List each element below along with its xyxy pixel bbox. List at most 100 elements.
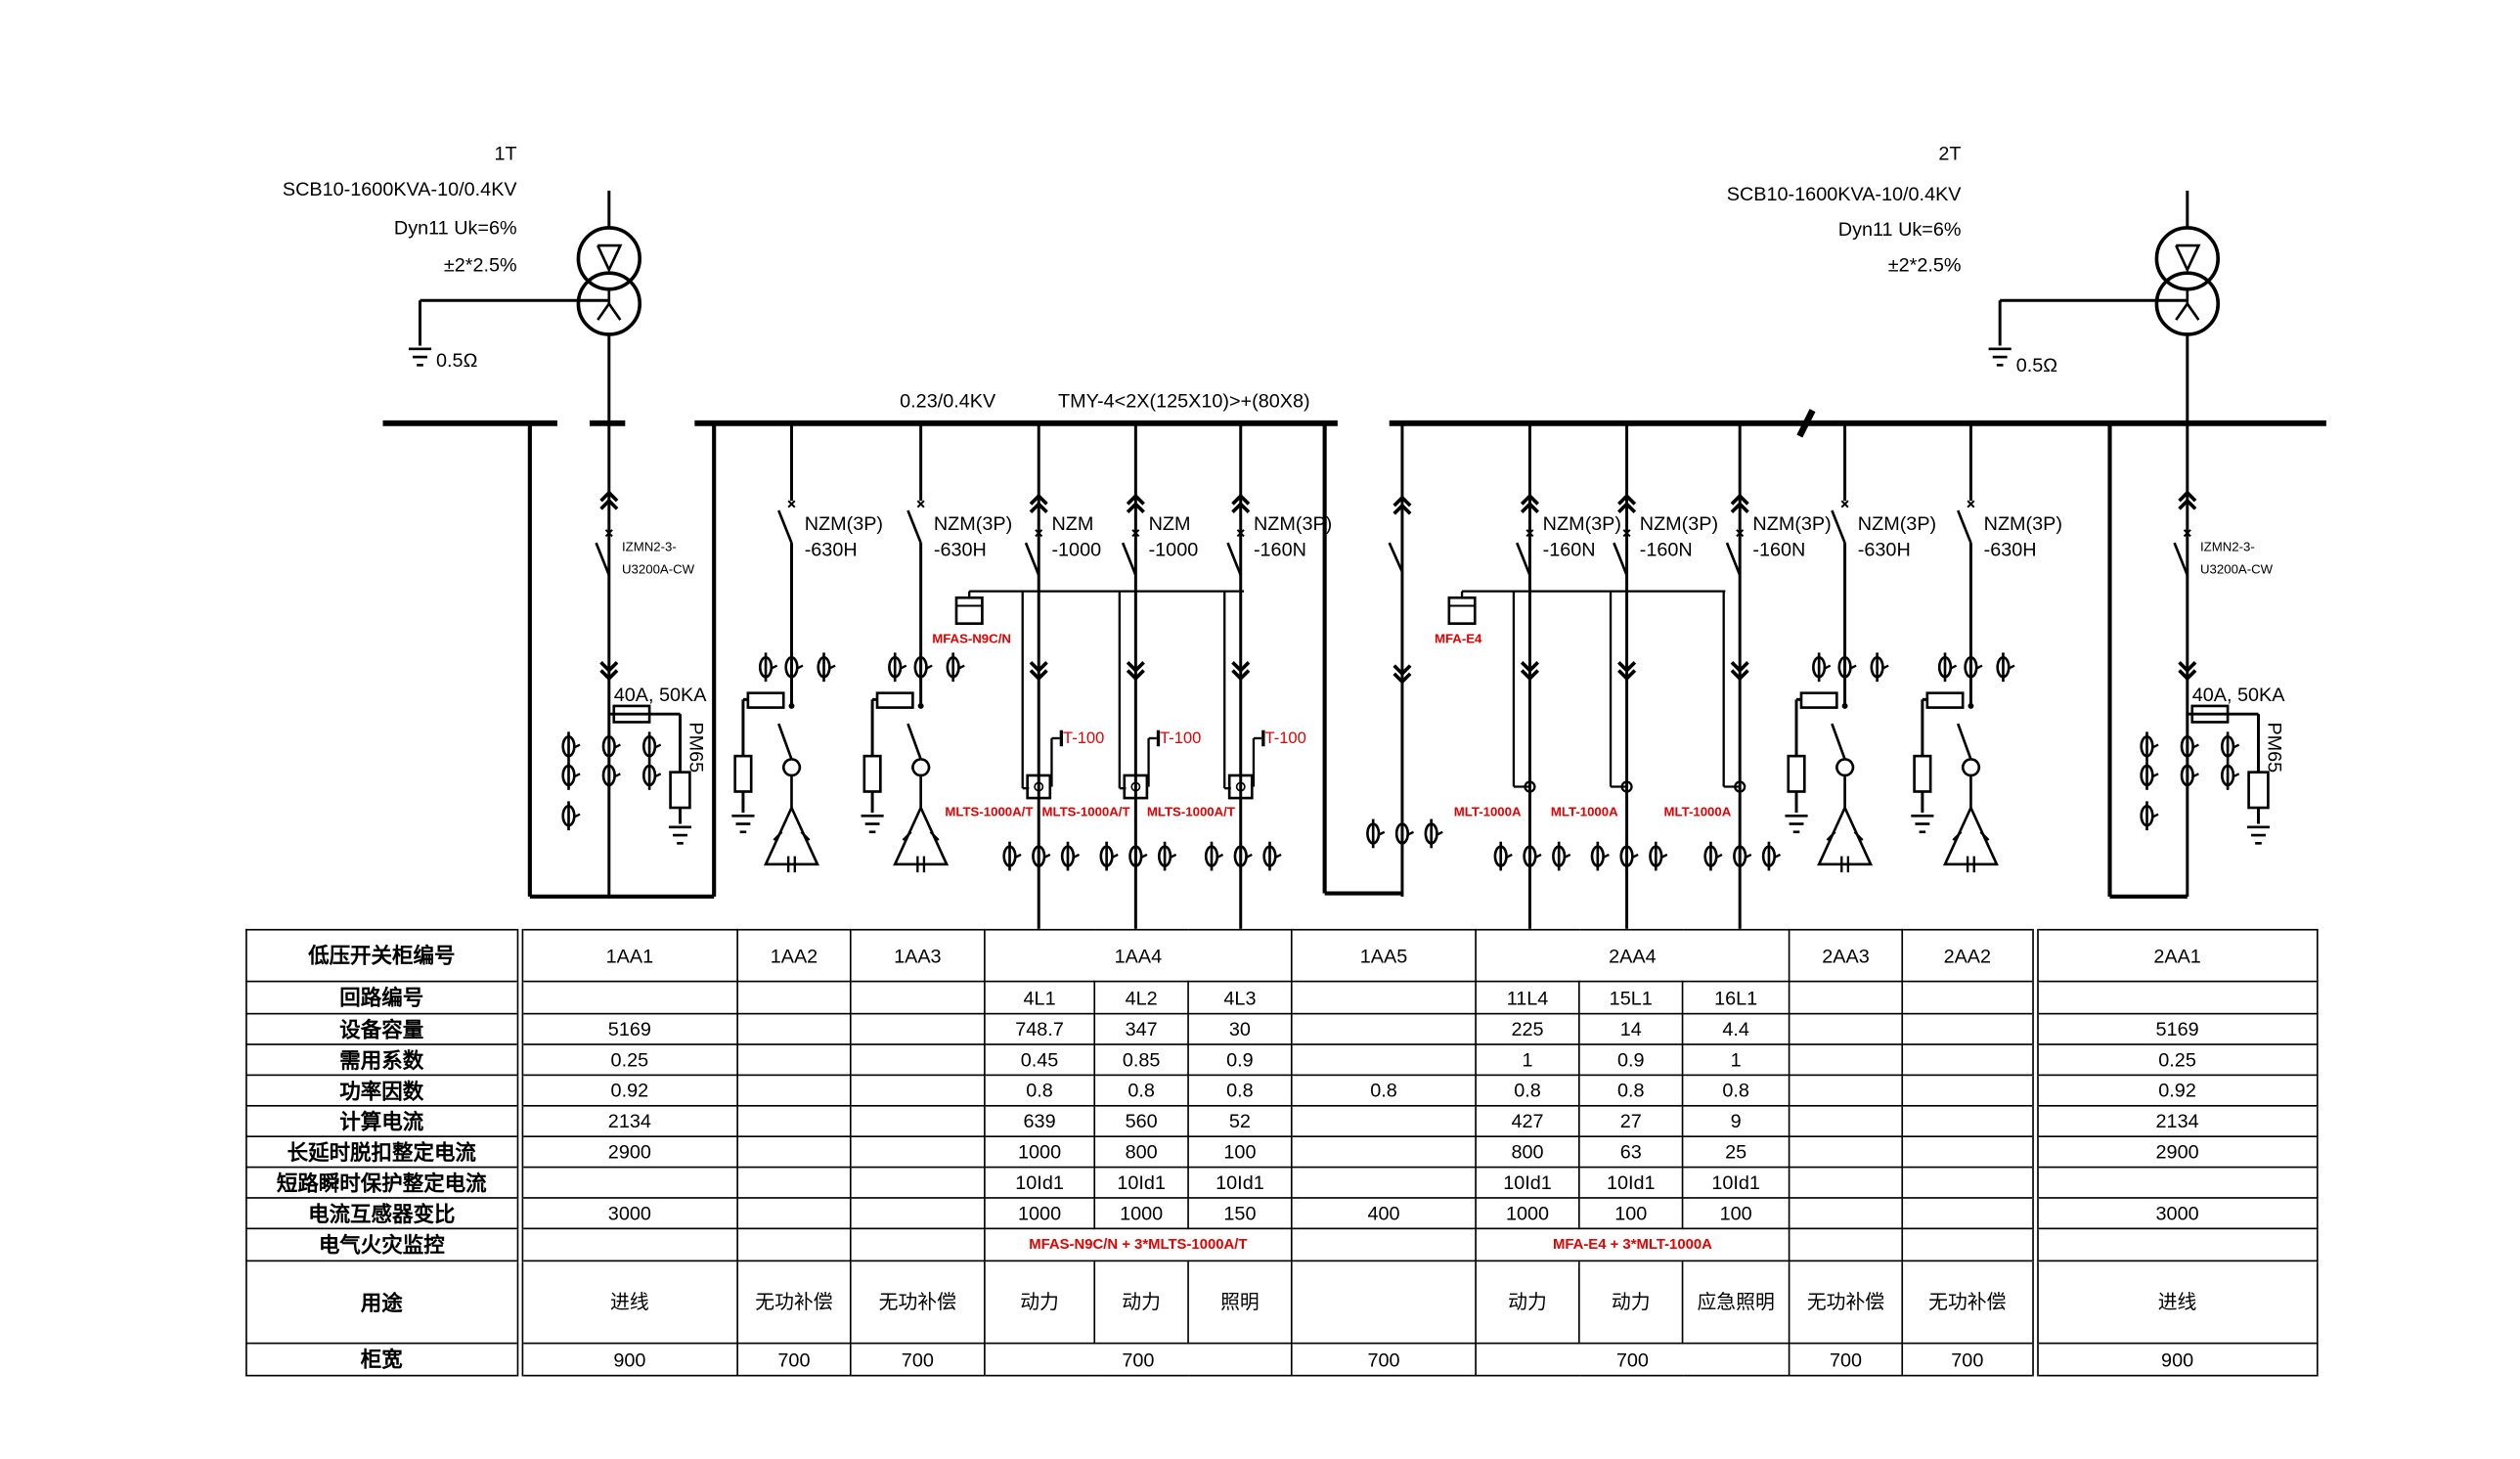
table-cell: 10Id1 [984,1166,1096,1199]
table-cell: 900 [2031,1342,2319,1377]
contactor-blade-icon [906,723,922,760]
breaker-blade-icon [1956,509,1972,544]
row-header: 功率因数 [245,1074,520,1107]
feeder-breaker-label: NZM [1051,513,1093,535]
current-transformer-icon [925,664,933,670]
current-transformer-icon [572,813,581,818]
capacitor-bank-icon [800,830,811,841]
spd-model-label: PM65 [2263,722,2284,773]
current-transformer-icon [1881,664,1889,670]
table-cell: 3000 [2031,1197,2319,1230]
table-cell: 16L1 [1681,980,1791,1015]
table-cell [1788,1197,1904,1230]
sensor-core-icon [1235,781,1246,792]
withdrawable-contact-icon [1617,501,1637,513]
withdrawable-contact-icon [1393,495,1412,508]
table-cell: 1AA1 [515,928,738,983]
withdrawable-contact-icon [1126,661,1145,674]
t1-ground-resistance: 0.5Ω [436,350,477,372]
table-cell [849,1135,986,1169]
withdrawable-contact-icon [1393,664,1412,677]
current-transformer-icon [2150,773,2159,778]
withdrawable-contact-icon [1231,493,1251,506]
feeder-breaker-label: -160N [1543,539,1596,560]
leakage-sensor-icon [1524,780,1536,793]
table-cell: 4L3 [1187,980,1293,1015]
table-cell: 900 [515,1342,738,1377]
t2-tap: ±2*2.5% [1888,255,1962,277]
table-cell: 10Id1 [1093,1166,1189,1199]
withdrawable-contact-icon [1126,493,1145,506]
table-cell [1901,1166,2036,1199]
residual-current-sensor-icon [1026,774,1052,800]
table-cell: 14 [1578,1012,1684,1045]
current-transformer-icon [795,664,804,670]
table-cell: 700 [984,1342,1293,1377]
wye-icon [2175,302,2188,321]
table-cell: 100 [1187,1135,1293,1169]
feeder-breaker-label: -630H [805,539,858,560]
row-header: 需用系数 [245,1043,520,1077]
table-cell: 225 [1475,1012,1580,1045]
breaker-blade-icon [1613,542,1628,576]
table-cell [1788,1227,1904,1262]
current-transformer-icon [572,773,581,778]
breaker-trip-icon [787,500,796,508]
table-cell: 25 [1681,1135,1791,1169]
row-header: 短路瞬时保护整定电流 [245,1166,520,1199]
breaker-trip-icon [604,529,613,538]
row-header: 长延时脱扣整定电流 [245,1135,520,1169]
table-cell [736,1104,852,1138]
wye-icon [597,302,610,321]
fire-monitor-module-label: MFAS-N9C/N [932,631,1011,645]
reactor-icon [1835,758,1855,808]
table-cell [1788,1104,1904,1138]
table-cell: 2900 [2031,1135,2319,1169]
table-cell: 0.45 [984,1043,1096,1077]
reactor-icon [1962,758,1981,808]
table-cell: 700 [1901,1342,2036,1377]
table-cell: 2AA3 [1788,928,1904,983]
table-cell [736,1012,852,1045]
withdrawable-contact-icon [2178,498,2197,510]
withdrawable-contact-icon [1617,669,1637,682]
table-cell: 10Id1 [1681,1166,1791,1199]
withdrawable-contact-icon [2178,661,2197,674]
table-cell: 0.8 [1681,1074,1791,1107]
breaker-trip-icon [1840,500,1849,508]
table-cell: 照明 [1187,1260,1293,1345]
table-cell: 1 [1475,1043,1580,1077]
current-transformer-icon [572,743,581,749]
junction-dot [917,702,924,709]
withdrawable-contact-icon [2178,669,2197,682]
surge-protector-icon [669,771,691,810]
table-cell: 347 [1093,1012,1189,1045]
breaker-blade-icon [1388,542,1404,573]
breaker-trip-icon [2183,529,2191,538]
table-cell: 5169 [515,1012,738,1045]
temperature-sensor-label: T-100 [1160,729,1201,747]
current-transformer-icon [1773,853,1782,860]
row-header: 电气火灾监控 [245,1227,520,1262]
table-cell: 动力 [984,1260,1096,1345]
withdrawable-contact-icon [599,490,619,503]
current-transformer-icon [2007,664,2015,670]
table-cell [1788,1074,1904,1107]
table-cell: 1000 [1093,1197,1189,1230]
table-cell: 动力 [1578,1260,1684,1345]
withdrawable-contact-icon [1520,493,1539,506]
table-cell: 700 [736,1342,852,1377]
current-transformer-icon [1602,853,1610,860]
withdrawable-contact-icon [599,669,619,682]
feeder-breaker-label: -160N [1640,539,1693,560]
leakage-sensor-label: MLT-1000A [1551,804,1618,818]
table-cell [736,1197,852,1230]
current-transformer-icon [2150,743,2159,749]
surge-protector-icon [2247,771,2270,810]
contactor-blade-icon [777,723,793,760]
current-transformer-icon [1849,664,1857,670]
